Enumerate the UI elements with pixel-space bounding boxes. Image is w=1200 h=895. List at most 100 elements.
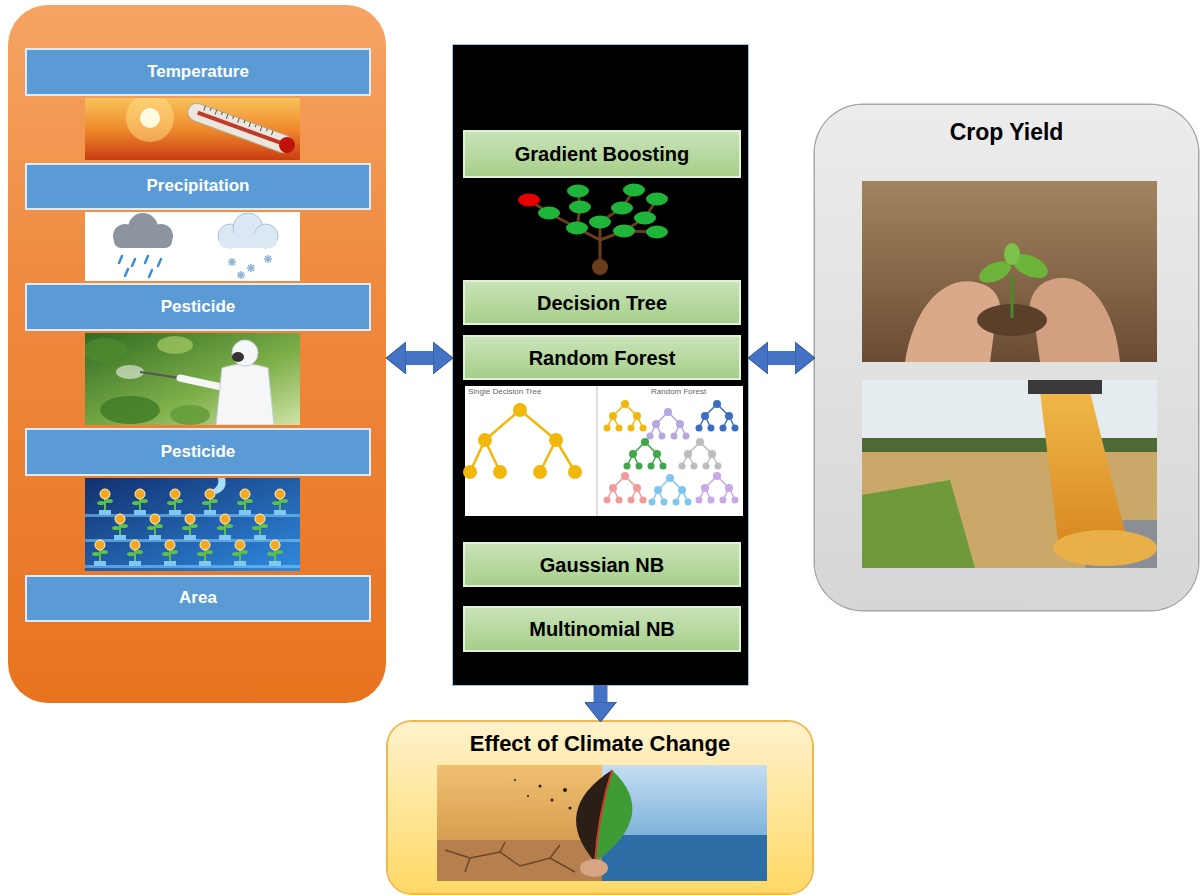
- pesticide-spraying-picture: [180, 378, 226, 388]
- hydroponics-picture: [217, 514, 233, 540]
- climate-change-picture: [576, 770, 612, 862]
- picture-caption: Single Decision Tree: [468, 388, 541, 397]
- boosting-tree-picture: [569, 201, 591, 214]
- temperature-picture: [277, 135, 298, 156]
- random-forest-picture: [568, 465, 582, 479]
- hydroponics-picture: [127, 540, 143, 566]
- climate-change-picture: [569, 807, 572, 810]
- seedling-hands-picture: [976, 257, 1014, 288]
- seedling-hands-picture: [1011, 275, 1014, 318]
- hydroponics-picture: [162, 540, 178, 566]
- boosting-tree-picture: [646, 226, 668, 239]
- temperature-picture: [185, 101, 295, 156]
- random-forest-picture: [463, 386, 743, 516]
- model-box: Decision Tree: [463, 280, 741, 325]
- hydroponics-picture: [232, 540, 248, 566]
- temperature-picture: [126, 98, 174, 142]
- random-forest-picture: [604, 472, 647, 504]
- factor-box: Precipitation: [25, 163, 371, 210]
- hydroponics-picture: [202, 489, 218, 515]
- climate-change-picture: [580, 859, 608, 877]
- block-arrow: [594, 685, 608, 702]
- seedling-hands-picture: [1004, 243, 1020, 265]
- random-forest-picture: [533, 465, 547, 479]
- random-forest-picture: [549, 433, 563, 447]
- climate-change-picture: [539, 785, 542, 788]
- climate-change-picture: [514, 779, 572, 810]
- climate-change-picture: [445, 842, 575, 872]
- temperature-picture: [85, 98, 300, 160]
- box-label: Decision Tree: [537, 291, 667, 315]
- precipitation-picture: [128, 213, 158, 243]
- box-label: Pesticide: [161, 297, 236, 317]
- pesticide-spraying-picture: [100, 396, 160, 424]
- random-forest-picture: [597, 386, 598, 516]
- random-forest-picture: [493, 465, 507, 479]
- harvest-picture: [862, 438, 1157, 452]
- temperature-picture: [197, 111, 288, 147]
- harvest-picture: [1085, 520, 1157, 568]
- boosting-tree-picture: [518, 184, 668, 276]
- seedling-hands-picture: [1030, 278, 1120, 362]
- precipitation-picture: [237, 271, 245, 279]
- hydroponics-picture: [212, 478, 226, 494]
- precipitation-picture: [264, 255, 272, 263]
- precipitation-picture: [119, 256, 161, 277]
- harvest-picture: [1040, 392, 1125, 540]
- factor-box: Area: [25, 575, 371, 622]
- climate-change-picture: [595, 770, 632, 862]
- box-label: Random Forest: [529, 346, 676, 370]
- precipitation-picture: [85, 212, 300, 281]
- random-forest-picture: [513, 403, 527, 417]
- panel-heading: Crop Yield: [815, 119, 1198, 147]
- precipitation-picture: [85, 212, 300, 281]
- pesticide-spraying-picture: [85, 338, 127, 362]
- random-forest-picture: [649, 474, 692, 506]
- random-forest-picture: [696, 472, 739, 504]
- precipitation-picture: [218, 224, 242, 248]
- input-panel: TemperaturePrecipitationPesticidePestici…: [8, 5, 386, 703]
- hydroponics-picture: [167, 489, 183, 515]
- boosting-tree-picture: [529, 190, 657, 267]
- random-forest-picture: [463, 465, 477, 479]
- climate-change-picture: [563, 788, 567, 792]
- hydroponics-picture: [85, 478, 300, 571]
- hydroponics-picture: [132, 489, 148, 515]
- boosting-tree-picture: [623, 184, 645, 197]
- box-label: Gradient Boosting: [515, 142, 689, 166]
- harvest-picture: [1053, 530, 1157, 566]
- box-label: Area: [179, 588, 217, 608]
- climate-change-picture: [437, 840, 602, 881]
- block-arrow: [406, 351, 433, 365]
- random-forest-picture: [604, 400, 647, 432]
- harvest-picture: [862, 452, 1157, 568]
- pesticide-spraying-picture: [157, 336, 193, 354]
- seedling-hands-picture: [905, 281, 1000, 362]
- block-arrow: [768, 351, 795, 365]
- model-box: Multinomial NB: [463, 606, 741, 652]
- pesticide-spraying-picture: [85, 333, 300, 425]
- boosting-tree-picture: [566, 222, 588, 235]
- precipitation-picture: [228, 258, 236, 266]
- harvest-picture: [862, 380, 1157, 568]
- box-label: Gaussian NB: [540, 553, 664, 577]
- boosting-tree-picture: [613, 225, 635, 238]
- pesticide-spraying-picture: [140, 372, 180, 378]
- hydroponics-picture: [85, 565, 300, 568]
- random-forest-picture: [696, 400, 739, 432]
- hydroponics-picture: [112, 514, 128, 540]
- factor-box: Temperature: [25, 48, 371, 96]
- box-label: Precipitation: [147, 176, 250, 196]
- model-box: Random Forest: [463, 335, 741, 380]
- output-panel: Crop Yield: [815, 105, 1198, 610]
- panel-heading: Effect of Climate Change: [388, 731, 812, 757]
- hydroponics-picture: [92, 540, 108, 566]
- random-forest-picture: [624, 438, 667, 470]
- climate-change-picture: [437, 765, 767, 881]
- hydroponics-picture: [147, 514, 163, 540]
- random-forest-picture: [478, 433, 492, 447]
- box-label: Temperature: [147, 62, 249, 82]
- box-label: Pesticide: [161, 442, 236, 462]
- pesticide-spraying-picture: [116, 365, 144, 379]
- climate-change-picture: [514, 779, 516, 781]
